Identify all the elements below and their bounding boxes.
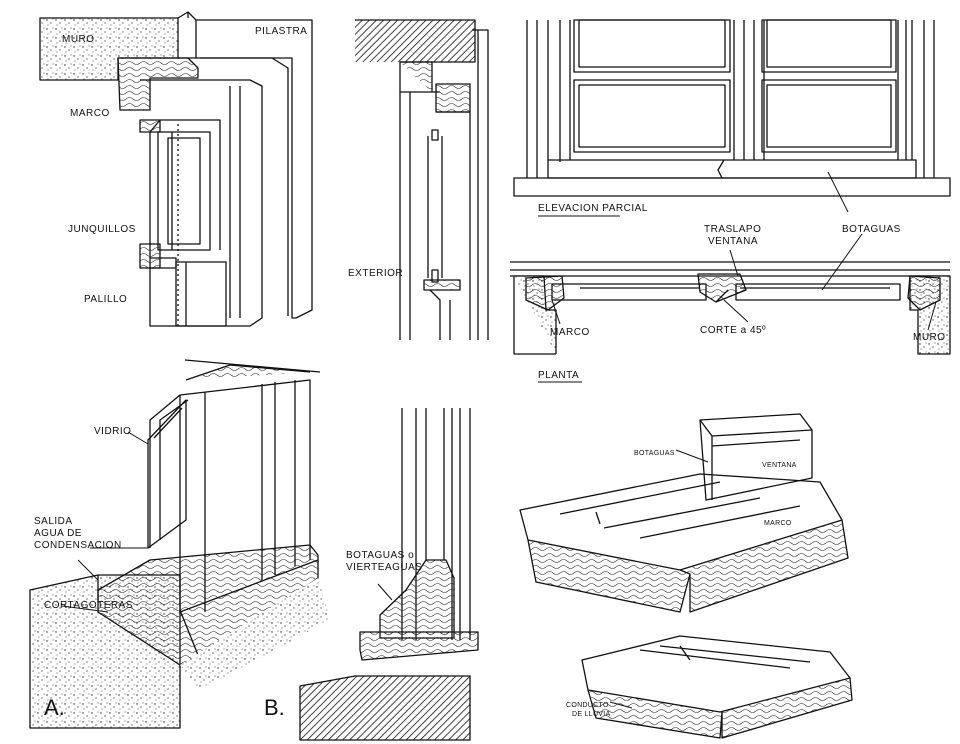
label-conducto-2: DE LLUVIA xyxy=(572,711,611,718)
label-marco-plan: MARCO xyxy=(550,327,590,338)
label-vidrio: VIDRIO xyxy=(94,426,132,437)
detail-a-upper xyxy=(39,11,313,327)
label-salida-1: SALIDA xyxy=(34,516,73,527)
figure-label-b: B. xyxy=(264,695,285,720)
label-planta: PLANTA xyxy=(538,370,580,381)
label-corte-45: CORTE a 45º xyxy=(700,325,767,336)
label-botaguas-o: BOTAGUAS o xyxy=(346,550,415,561)
elevation-drawing xyxy=(513,19,951,217)
detail-b-upper xyxy=(355,19,489,340)
label-vierteaguas: VIERTEAGUAS xyxy=(346,562,423,573)
label-cortagoteras: CORTAGOTERAS xyxy=(44,600,133,611)
label-traslapo: TRASLAPO xyxy=(704,224,762,235)
label-exterior: EXTERIOR xyxy=(348,268,404,279)
figure-label-a: A. xyxy=(44,695,65,720)
detail-a-lower xyxy=(29,359,330,729)
detail-b-lower xyxy=(299,408,479,741)
label-salida-3: CONDENSACION xyxy=(34,540,122,551)
label-marco-iso: MARCO xyxy=(764,520,792,527)
label-botaguas-plan: BOTAGUAS xyxy=(842,224,901,235)
label-muro-plan: MURO xyxy=(913,332,946,343)
label-salida-2: AGUA DE xyxy=(34,528,82,539)
label-muro-top: MURO xyxy=(62,34,95,45)
label-marco-a: MARCO xyxy=(70,108,110,119)
label-botaguas-iso: BOTAGUAS xyxy=(634,450,675,457)
label-elevacion-parcial: ELEVACION PARCIAL xyxy=(538,203,648,214)
label-conducto-1: CONDUCTO xyxy=(566,702,609,709)
label-ventana-iso: VENTANA xyxy=(762,462,797,469)
iso-view-lower xyxy=(581,635,853,739)
plan-drawing xyxy=(510,233,951,383)
label-junquillos: JUNQUILLOS xyxy=(68,224,136,235)
label-palillo: PALILLO xyxy=(84,294,128,305)
label-pilastra: PILASTRA xyxy=(255,26,308,37)
iso-view-upper xyxy=(519,413,849,613)
label-traslapo-ventana: VENTANA xyxy=(708,236,758,247)
